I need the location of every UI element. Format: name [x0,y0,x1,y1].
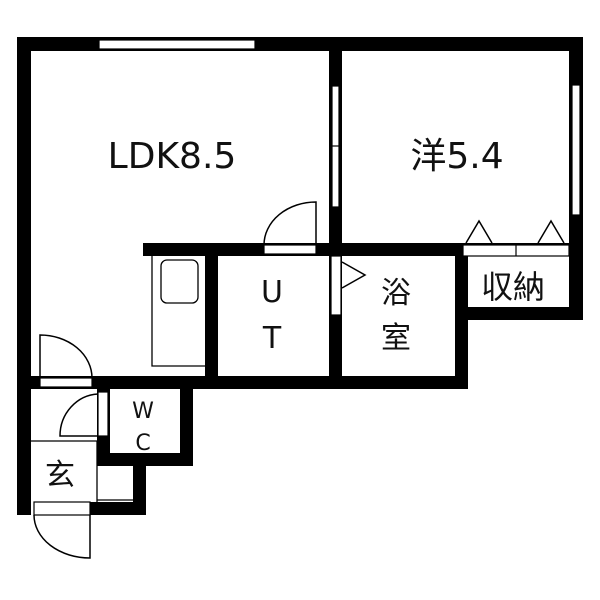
entry-inner-door-frame [39,377,93,388]
room-label-entrance: 玄 [45,458,75,493]
right-window [571,84,581,216]
front-door-swing [33,514,91,559]
storage-bottom-wall [455,307,583,320]
top-window [98,39,256,50]
room-label-bath-2: 室 [381,321,411,356]
front-door-frame [33,501,91,516]
room-label-storage: 収納 [481,268,545,306]
storage-door-indicator-right [537,219,565,244]
room-label-ldk: LDK8.5 [108,136,237,177]
bottom-wall [90,502,146,515]
kitchen-counter [151,256,205,367]
lower-horizontal-wall [17,376,468,389]
room-label-western: 洋5.4 [410,136,503,177]
door-swings [33,201,565,559]
wc-door-swing [59,393,99,437]
entry-door-swing [39,334,93,379]
kitchen-ut-divider [205,243,218,389]
ut-door-swing [263,201,317,246]
fixtures [31,256,205,502]
left-wall-lower [17,215,31,515]
room-label-ut-2: T [262,321,282,356]
entry-step-wall [133,453,146,515]
room-label-wc-2: C [135,431,150,456]
wc-door-frame [97,391,109,437]
storage-door-indicator-left [465,219,493,244]
room-label-ut-1: U [261,275,283,310]
ut-door-frame [263,244,317,255]
bath-door-frame [330,255,342,316]
left-wall [17,37,31,215]
wc-right-wall [180,376,193,466]
room-label-bath-1: 浴 [381,276,411,311]
room-label-wc-1: W [132,399,154,424]
bath-door-indicator [341,261,367,289]
windows [33,39,581,516]
kitchen-sink [160,259,199,304]
